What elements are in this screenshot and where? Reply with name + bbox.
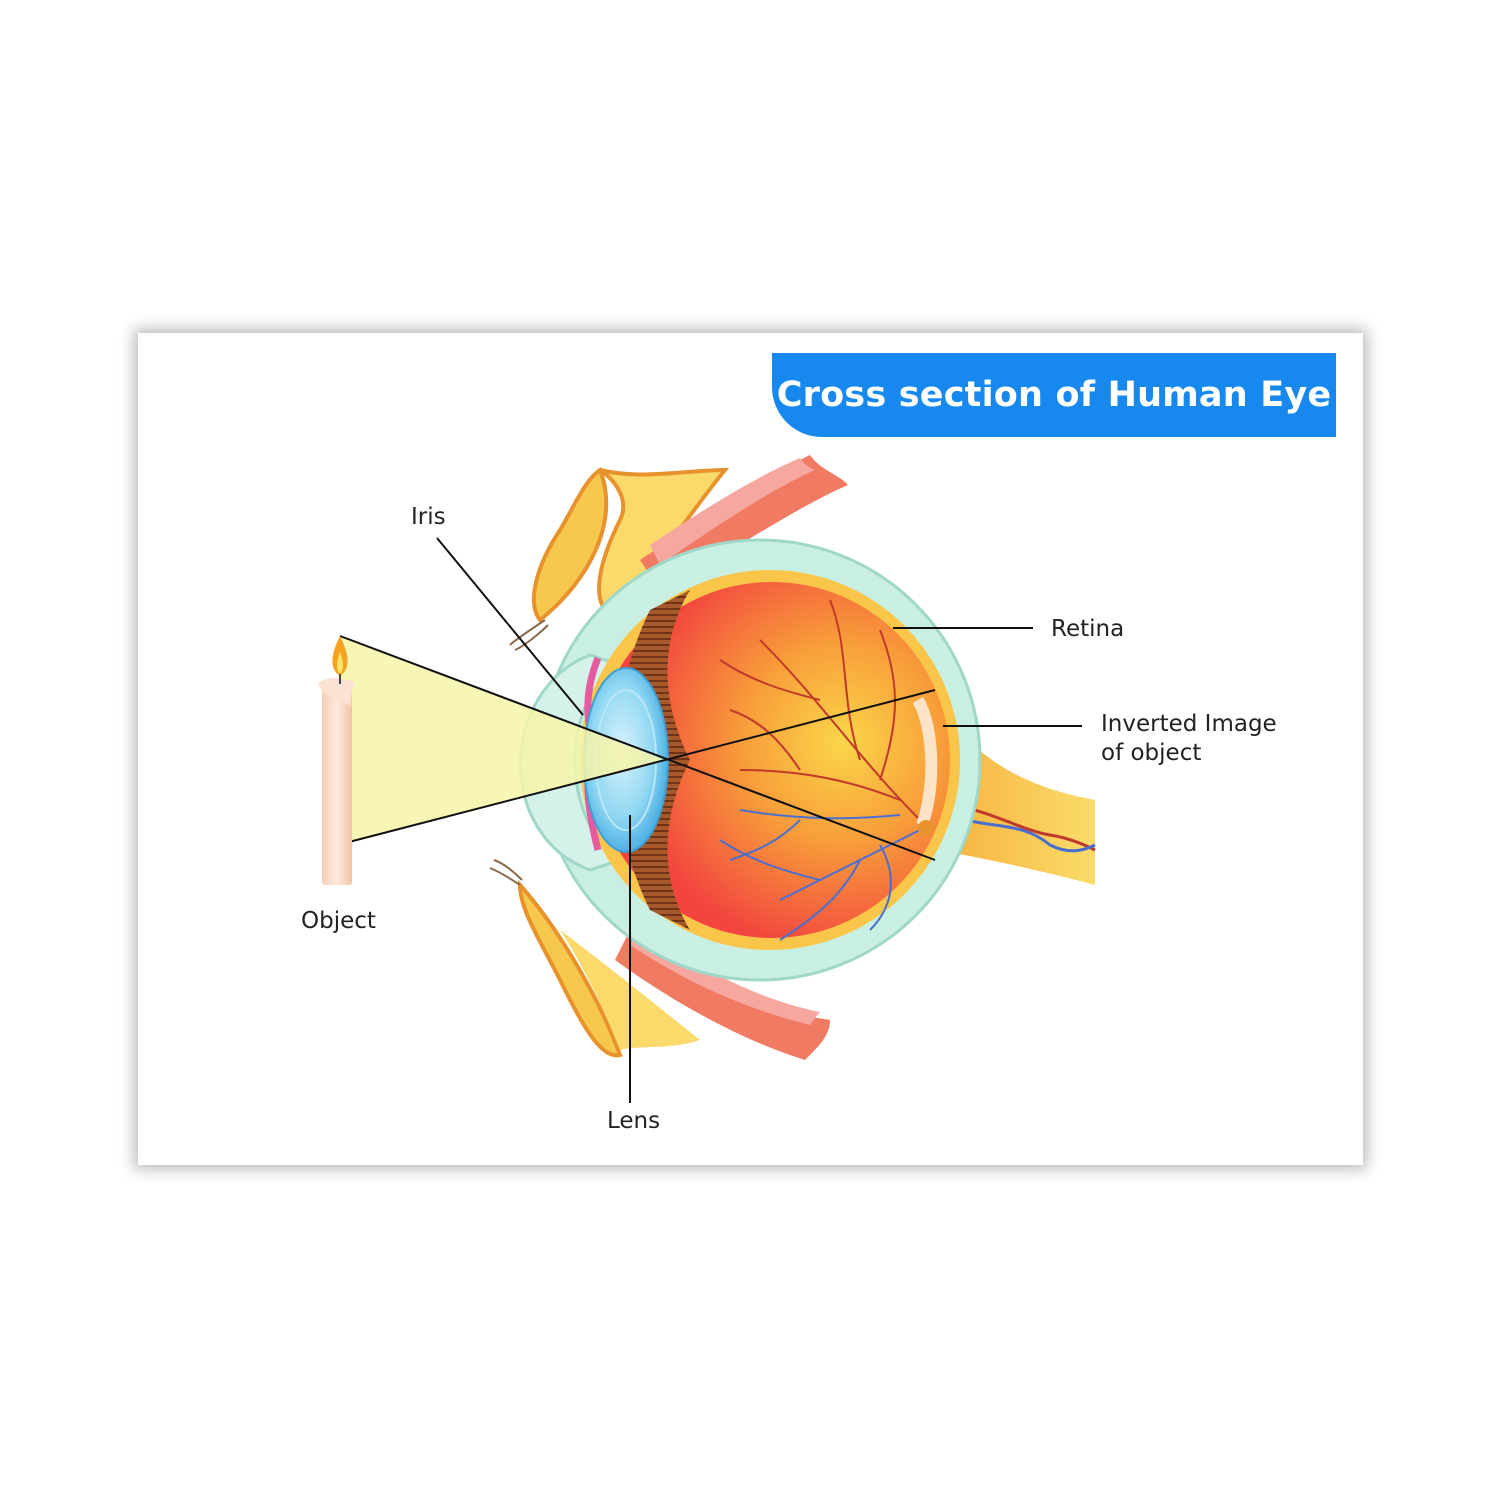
retina-label: Retina (1051, 616, 1125, 642)
lens-label: Lens (607, 1108, 661, 1134)
light-ray-top (339, 635, 936, 861)
inverted-image-label-line1: Inverted Image (1101, 711, 1277, 737)
optic-disc (918, 820, 934, 836)
iris-label: Iris (411, 504, 446, 530)
vitreous-body (594, 582, 950, 938)
object-label: Object (301, 908, 376, 934)
light-cone (340, 636, 665, 843)
candle-object (318, 636, 356, 885)
light-ray-bottom (344, 689, 936, 844)
title-banner: Cross section of Human Eye (772, 353, 1336, 437)
lower-eye-muscle (615, 925, 830, 1060)
retinal-blood-vessels (719, 599, 921, 941)
inverted-image-label-line2: of object (1101, 740, 1202, 766)
iris-leader-line (436, 537, 584, 716)
inverted-image (912, 697, 938, 828)
diagram-title: Cross section of Human Eye (776, 375, 1332, 415)
